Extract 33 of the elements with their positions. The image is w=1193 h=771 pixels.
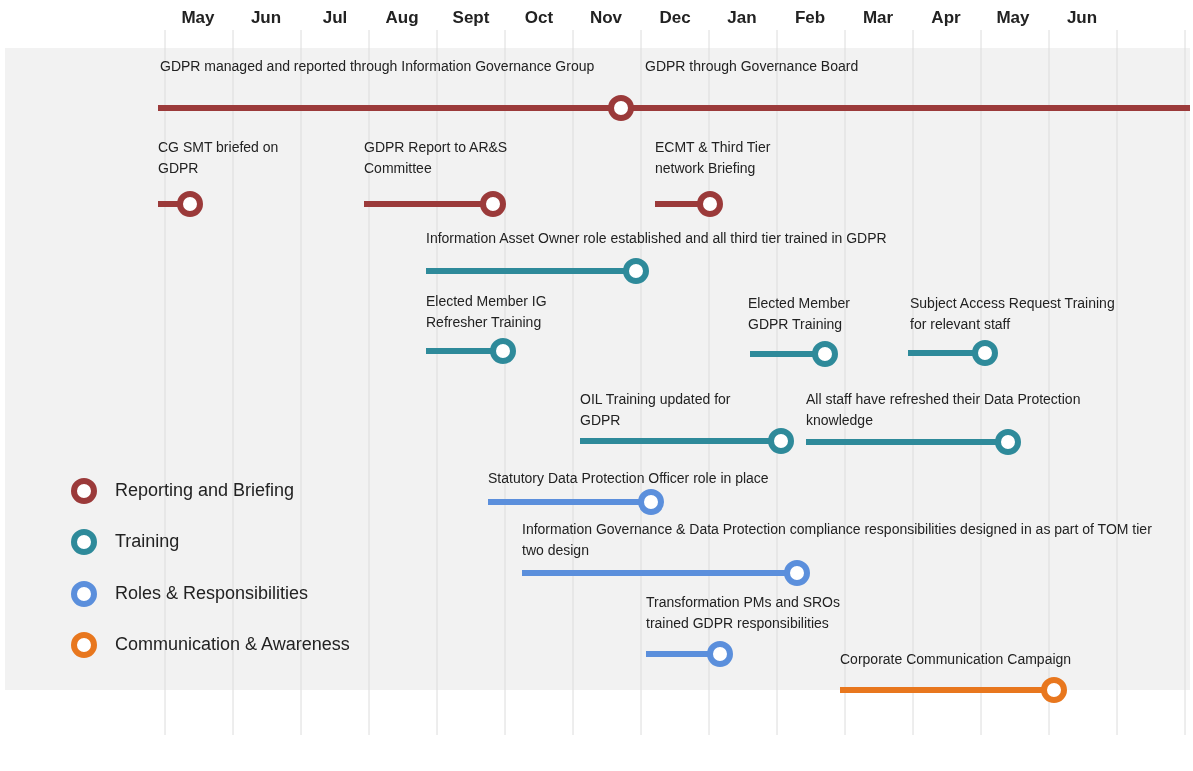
month-label: Jun: [249, 8, 283, 28]
month-label: Jan: [726, 8, 758, 28]
milestone-label: CG SMT briefed on GDPR: [158, 138, 280, 178]
milestone-label: GDPR Report to AR&S Committee: [364, 138, 509, 178]
legend-label: Roles & Responsibilities: [115, 583, 309, 604]
month-label: May: [995, 8, 1031, 28]
milestone-label: Information Governance & Data Protection compliance responsibilities designed in as part of TOM tier two design: [522, 520, 1153, 560]
legend-label: Training: [115, 531, 180, 552]
milestone-label: OIL Training updated for GDPR: [580, 390, 732, 430]
month-label: Aug: [384, 8, 420, 28]
milestone-label: Information Asset Owner role established and all third tier trained in GDPR: [426, 229, 888, 248]
milestone-label: GDPR managed and reported through Information Governance Group: [160, 57, 596, 76]
legend-label: Communication & Awareness: [115, 634, 350, 655]
month-label: Sept: [451, 8, 491, 28]
month-label: Feb: [793, 8, 827, 28]
milestone-label: Elected Member GDPR Training: [748, 294, 851, 334]
month-label: Nov: [588, 8, 624, 28]
milestone-label: GDPR through Governance Board: [645, 57, 860, 76]
milestone-label: Transformation PMs and SROs trained GDPR responsibilities: [646, 593, 841, 633]
month-label: May: [180, 8, 216, 28]
legend-label: Reporting and Briefing: [115, 480, 295, 501]
milestone-label: Statutory Data Protection Officer role in place: [488, 469, 770, 488]
milestone-label: All staff have refreshed their Data Protection knowledge: [806, 390, 1082, 430]
month-label: Apr: [930, 8, 962, 28]
month-label: Mar: [861, 8, 895, 28]
month-label: Jul: [321, 8, 349, 28]
month-label: Oct: [523, 8, 555, 28]
month-label: Jun: [1065, 8, 1099, 28]
milestone-label: Corporate Communication Campaign: [840, 650, 1073, 669]
month-label: Dec: [658, 8, 692, 28]
milestone-label: Subject Access Request Training for relevant staff: [910, 294, 1116, 334]
milestone-label: ECMT & Third Tier network Briefing: [655, 138, 772, 178]
milestone-label: Elected Member IG Refresher Training: [426, 292, 548, 332]
